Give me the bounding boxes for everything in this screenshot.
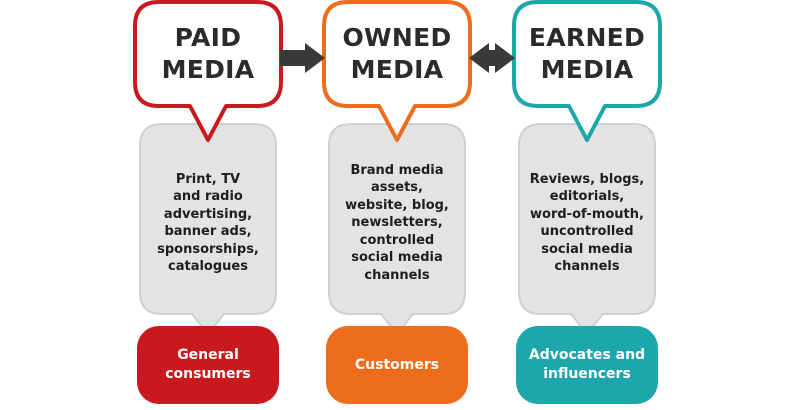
- owned-media-title: OWNED MEDIA: [324, 2, 470, 106]
- description-line: channels: [554, 259, 620, 274]
- arrow-right-icon: [280, 43, 325, 73]
- description-line: assets,: [371, 180, 423, 196]
- earned-media-title: EARNED MEDIA: [514, 2, 660, 106]
- description-line: sponsorships,: [157, 241, 259, 257]
- column-owned-media: OWNED MEDIA Brand media assets, website,…: [322, 0, 472, 410]
- column-earned-media: EARNED MEDIA Reviews, blogs, editorials,…: [512, 0, 662, 410]
- earned-media-audience: Advocates and influencers: [516, 326, 658, 404]
- earned-title-callout: [512, 0, 662, 142]
- audience-line: Advocates and: [528, 347, 646, 363]
- paid-media-description: Print, TV and radio advertising, banner …: [143, 148, 273, 298]
- description-line: social media: [351, 250, 443, 266]
- title-line: OWNED: [342, 23, 452, 52]
- paid-media-audience: General consumers: [137, 326, 279, 404]
- audience-line: Customers: [354, 356, 440, 373]
- description-line: Brand media: [350, 162, 444, 178]
- earned-description-panel: [518, 123, 656, 336]
- audience-line: consumers: [165, 366, 251, 382]
- paid-media-title: PAID MEDIA: [135, 2, 281, 106]
- title-line: PAID: [174, 23, 242, 52]
- owned-media-description: Brand media assets, website, blog, newsl…: [332, 148, 462, 298]
- paid-description-panel: [139, 123, 277, 336]
- title-line: MEDIA: [350, 55, 444, 84]
- owned-title-callout: [322, 0, 472, 142]
- description-line: editorials,: [549, 189, 625, 204]
- description-line: catalogues: [168, 259, 248, 274]
- double-arrow-icon: [469, 43, 515, 73]
- column-paid-media: PAID MEDIA Print, TV and radio advertisi…: [133, 0, 283, 410]
- title-line: EARNED: [528, 23, 646, 52]
- owned-description-panel: [328, 123, 466, 336]
- description-line: newsletters,: [351, 215, 443, 231]
- earned-audience-box: [516, 326, 658, 404]
- owned-audience-box: [326, 326, 468, 404]
- paid-audience-box: [137, 326, 279, 404]
- description-line: banner ads,: [164, 224, 252, 239]
- paid-title-callout: [133, 0, 283, 142]
- audience-line: General: [177, 347, 239, 363]
- description-line: Print, TV: [175, 171, 241, 187]
- description-line: website, blog,: [345, 197, 449, 213]
- description-line: controlled: [359, 232, 435, 248]
- owned-media-audience: Customers: [326, 326, 468, 404]
- description-line: channels: [364, 267, 430, 283]
- title-line: MEDIA: [161, 55, 255, 84]
- description-line: word-of-mouth,: [530, 206, 644, 222]
- description-line: advertising,: [163, 206, 253, 222]
- description-line: and radio: [173, 189, 243, 204]
- description-line: social media: [541, 241, 633, 257]
- audience-line: influencers: [543, 366, 631, 382]
- description-line: Reviews, blogs,: [529, 171, 645, 187]
- description-line: uncontrolled: [540, 224, 634, 239]
- title-line: MEDIA: [540, 55, 634, 84]
- earned-media-description: Reviews, blogs, editorials, word-of-mout…: [522, 148, 652, 298]
